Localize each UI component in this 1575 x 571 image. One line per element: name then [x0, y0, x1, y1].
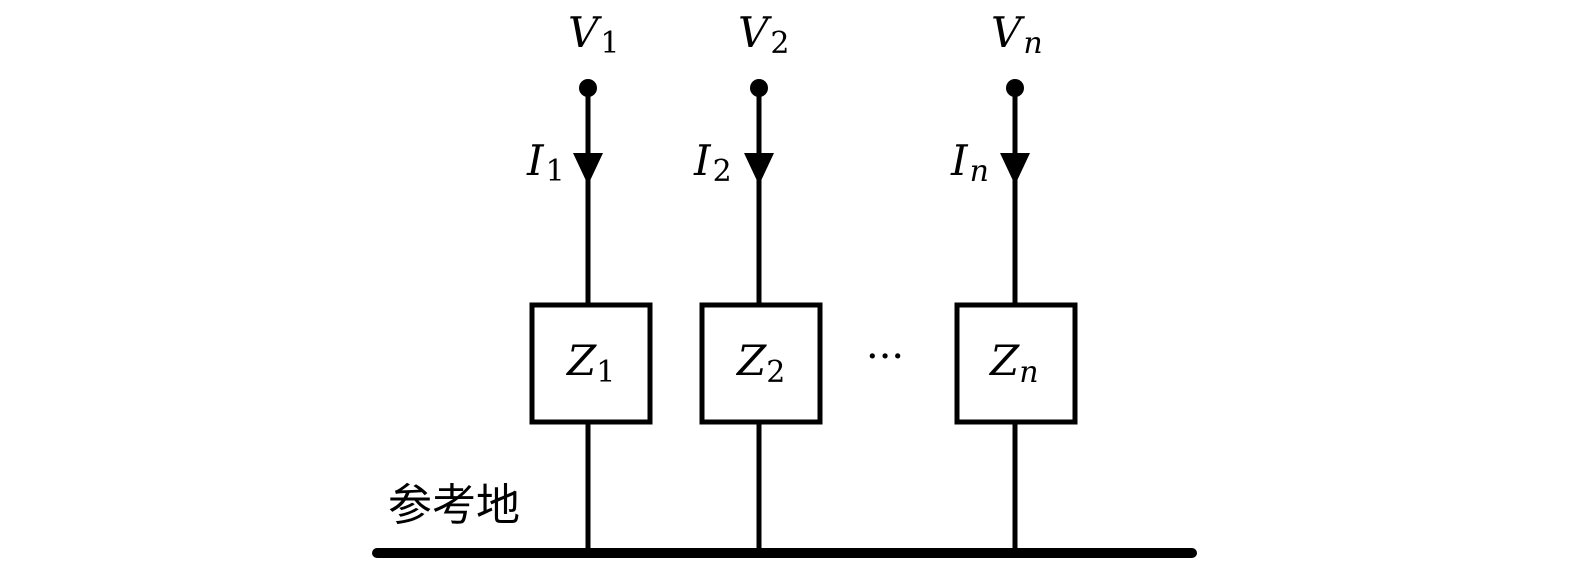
branch-n-current-arrow	[1000, 153, 1030, 185]
branch-ellipsis: ···	[866, 334, 904, 380]
branch-n-impedance-box	[954, 302, 1078, 425]
branch-1-current-label: I1	[526, 136, 565, 189]
branch-2-current-arrow	[744, 153, 774, 185]
branch-n-current-label: In	[950, 136, 989, 189]
branch-1-current-arrow	[573, 153, 603, 185]
ground-label: 参考地	[388, 480, 520, 531]
branch-n-terminal	[1006, 79, 1024, 97]
branch-2-impedance-box	[699, 302, 823, 425]
branch-1: V1 I1 Z1	[526, 8, 653, 553]
branch-n: Vn In Zn	[950, 8, 1078, 553]
branch-1-impedance-label: Z1	[565, 336, 615, 390]
branch-n-voltage-label: Vn	[991, 8, 1043, 61]
branch-2-current-label: I2	[693, 136, 732, 189]
branch-2-voltage-label: V2	[738, 8, 789, 61]
branch-1-impedance-box	[529, 302, 653, 425]
branch-2-impedance-label: Z2	[735, 336, 785, 390]
branch-n-impedance-label: Zn	[988, 336, 1039, 390]
branch-2: V2 I2 Z2	[693, 8, 823, 553]
branch-2-terminal	[750, 79, 768, 97]
branch-1-voltage-label: V1	[568, 8, 619, 61]
branch-1-terminal	[579, 79, 597, 97]
